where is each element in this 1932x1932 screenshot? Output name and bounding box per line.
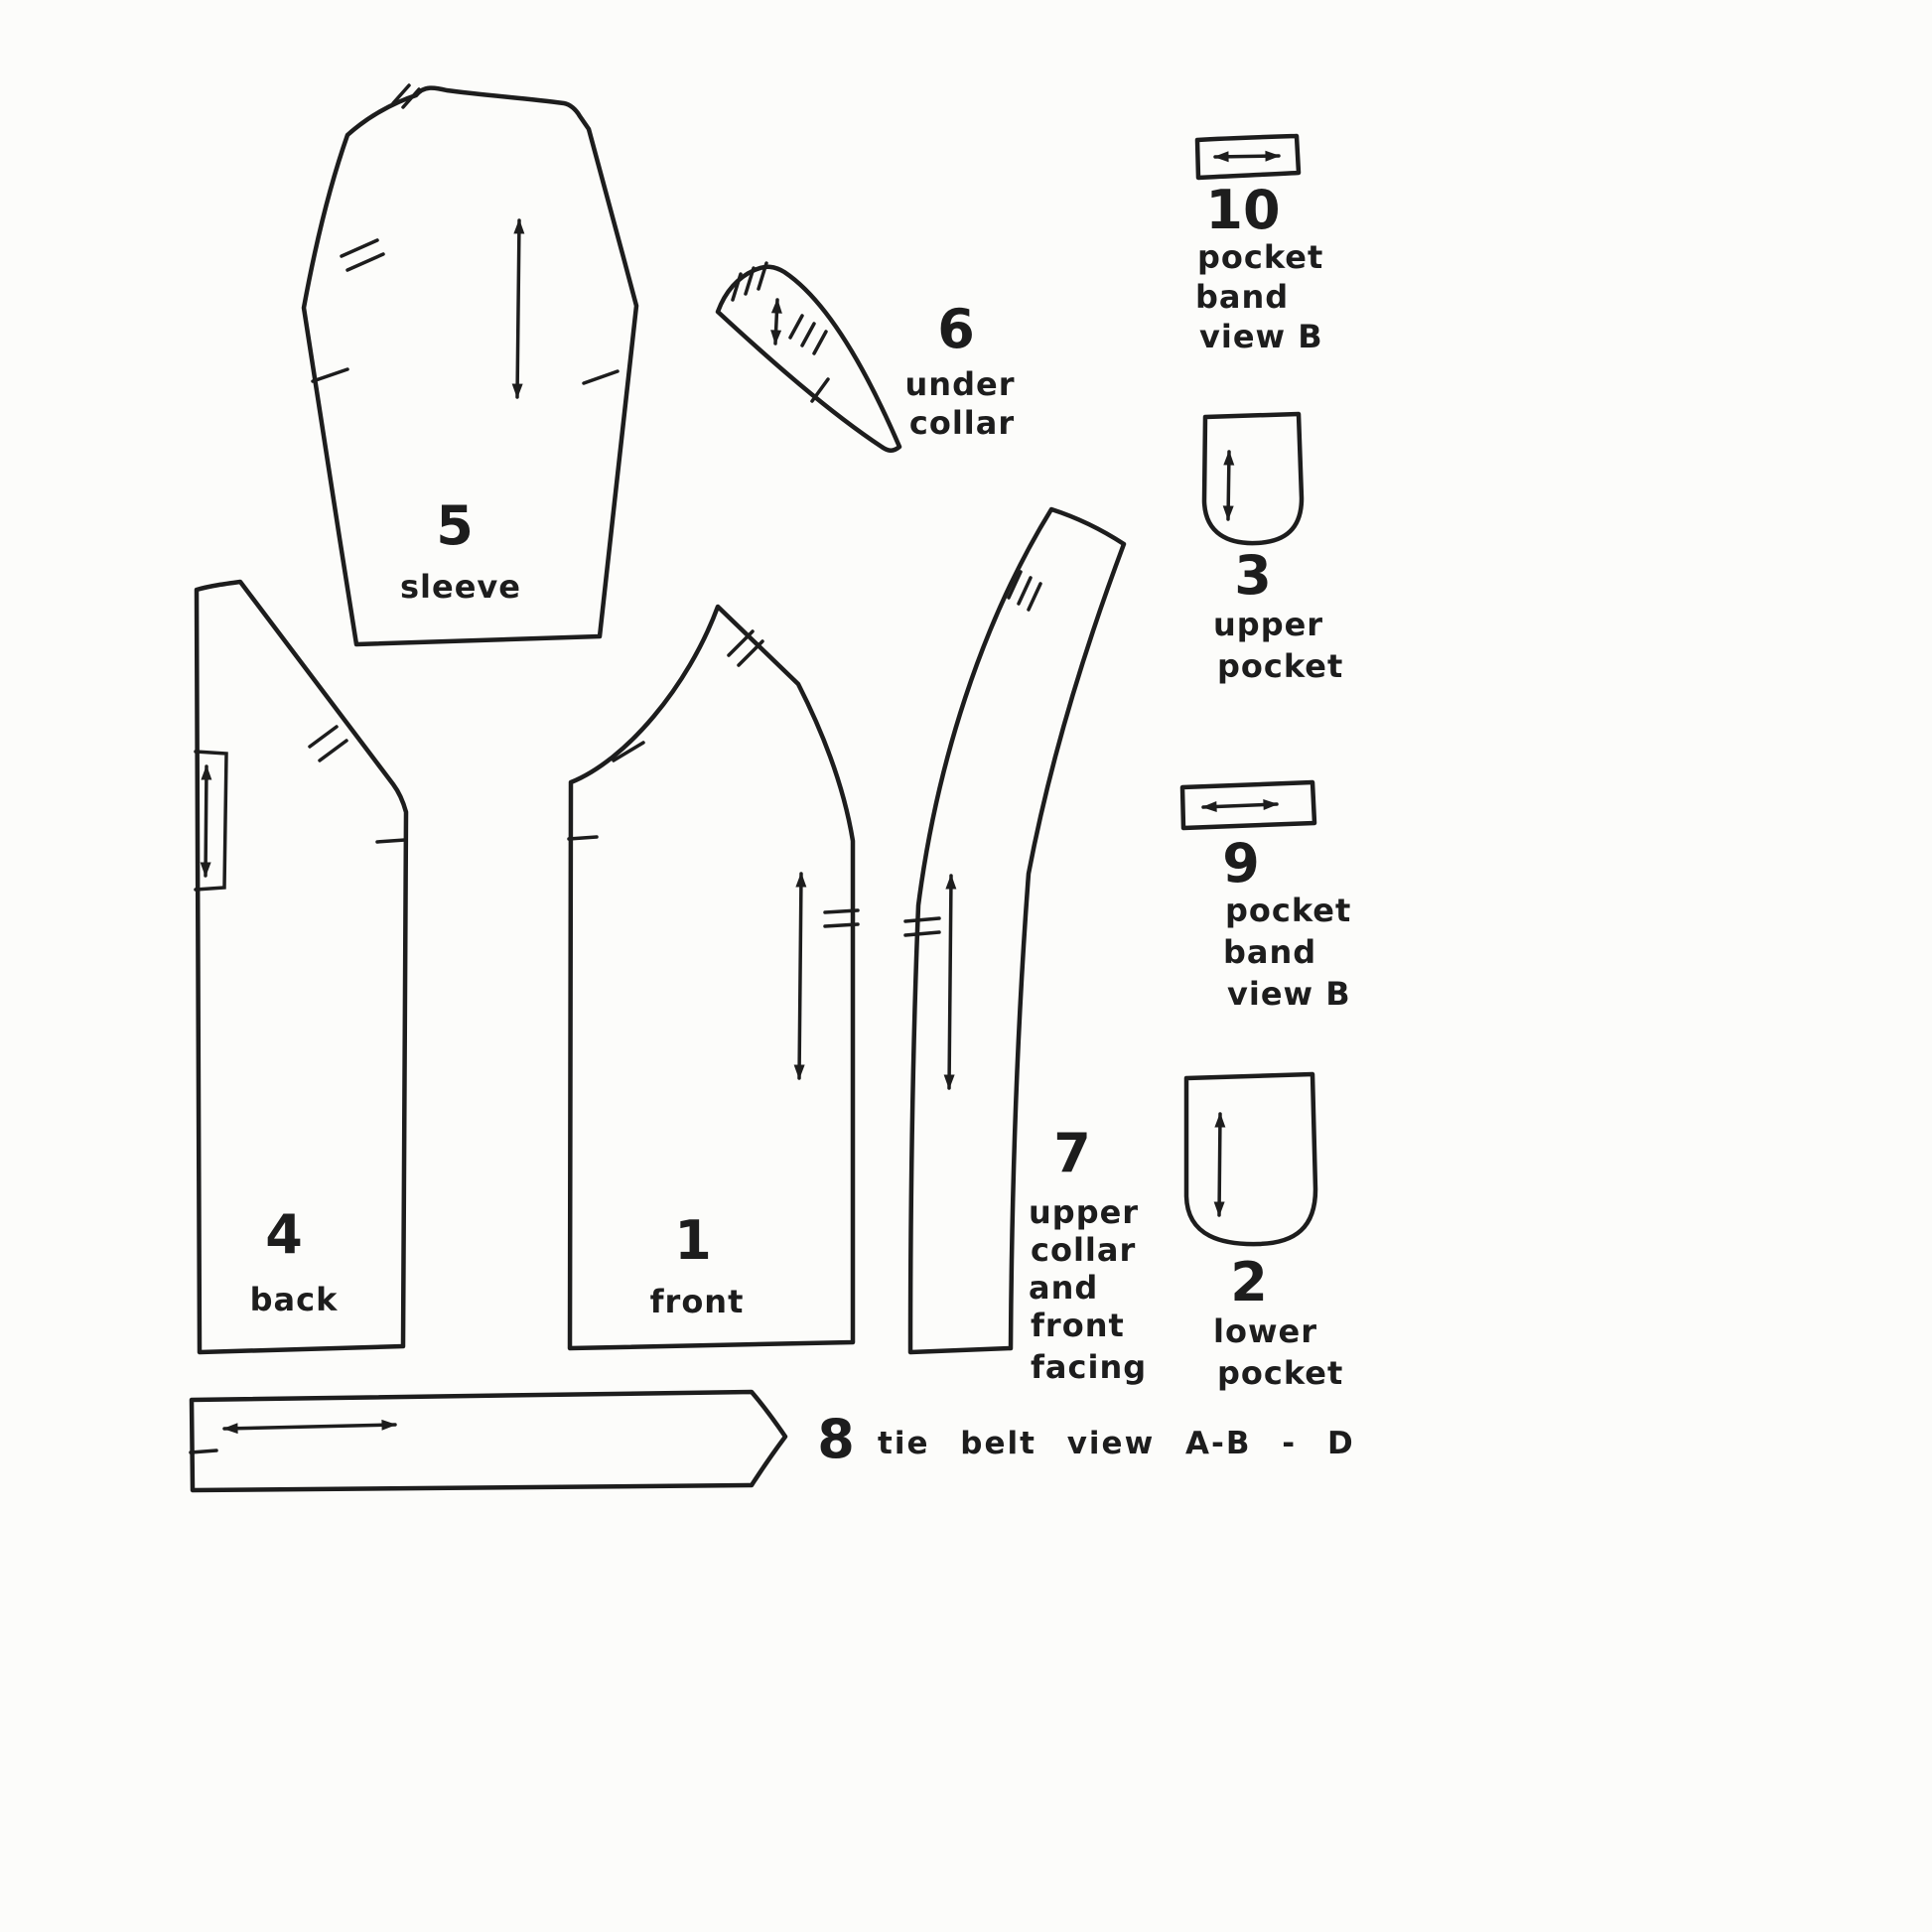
piece-label-line: band xyxy=(1195,278,1289,316)
grainline-arrow xyxy=(943,874,957,1090)
notch-mark xyxy=(391,83,411,105)
belt-loop-marking xyxy=(194,750,228,892)
grainline-arrow xyxy=(511,218,525,399)
pocket-band-10-outline xyxy=(1194,133,1302,181)
piece-number: 5 xyxy=(436,494,474,557)
piece-number: 9 xyxy=(1222,832,1260,895)
piece-label-line: view B xyxy=(1199,318,1323,355)
notch-mark xyxy=(582,369,620,385)
tie-belt-outline xyxy=(189,1389,788,1493)
pattern-piece-back: 4 back xyxy=(194,579,409,1355)
piece-label-line: collar xyxy=(1031,1231,1136,1269)
notch-mark xyxy=(1017,576,1033,606)
piece-label-line: pocket xyxy=(1217,1354,1343,1392)
piece-label: tie belt view A-B - D xyxy=(878,1426,1355,1461)
notch-mark xyxy=(189,1449,218,1454)
notch-mark xyxy=(744,266,756,296)
piece-label-line: lower xyxy=(1213,1312,1317,1350)
grainline-arrow xyxy=(200,764,212,878)
pattern-piece-tie-belt: 8 tie belt view A-B - D xyxy=(189,1389,1355,1493)
notch-mark xyxy=(375,838,407,844)
notch-mark xyxy=(318,739,348,762)
notch-mark xyxy=(731,272,743,302)
piece-number: 3 xyxy=(1234,544,1272,607)
piece-label-line: pocket xyxy=(1225,892,1351,929)
pattern-piece-lower-pocket: 2 lower pocket xyxy=(1183,1071,1343,1392)
notch-mark xyxy=(812,330,828,355)
piece-label-line: facing xyxy=(1031,1348,1147,1386)
pattern-piece-sleeve: 5 sleeve xyxy=(301,83,639,647)
notch-mark xyxy=(903,916,941,923)
notch-mark xyxy=(810,377,830,403)
notch-mark xyxy=(567,835,599,841)
piece-label-line: under xyxy=(905,365,1016,403)
piece-number: 8 xyxy=(817,1408,855,1470)
notch-mark xyxy=(823,908,860,914)
piece-label-line: and xyxy=(1029,1269,1098,1307)
grainline-arrow xyxy=(1201,799,1279,812)
piece-number: 1 xyxy=(674,1209,712,1272)
piece-label: sleeve xyxy=(400,568,521,606)
notch-mark xyxy=(308,725,339,749)
notch-mark xyxy=(401,87,421,109)
piece-label-line: collar xyxy=(909,404,1015,442)
pattern-piece-under-collar: 6 under collar xyxy=(715,261,1016,453)
piece-label-line: band xyxy=(1223,933,1316,971)
notch-mark xyxy=(788,314,804,340)
piece-number: 10 xyxy=(1205,179,1280,241)
notch-mark xyxy=(612,741,645,762)
piece-label-line: pocket xyxy=(1217,647,1343,685)
pattern-piece-upper-pocket: 3 upper pocket xyxy=(1201,411,1343,685)
piece-label-line: upper xyxy=(1029,1193,1139,1231)
piece-label-line: front xyxy=(1031,1307,1125,1344)
piece-label-line: view B xyxy=(1227,975,1351,1013)
grainline-arrow xyxy=(222,1419,397,1435)
sleeve-outline xyxy=(301,85,639,647)
notch-mark xyxy=(727,629,755,657)
grainline-arrow xyxy=(793,872,807,1080)
upper-pocket-outline xyxy=(1201,411,1305,546)
notch-mark xyxy=(1007,570,1023,600)
notch-mark xyxy=(800,322,816,347)
notch-mark xyxy=(823,922,860,928)
piece-number: 6 xyxy=(937,298,975,360)
piece-label: back xyxy=(250,1281,339,1318)
piece-label-line: pocket xyxy=(1197,238,1323,276)
pattern-piece-pocket-band-10: 10 pocket band view B xyxy=(1194,133,1323,355)
pattern-piece-front: 1 front xyxy=(567,604,860,1351)
notch-mark xyxy=(903,930,941,937)
piece-label-line: upper xyxy=(1213,606,1323,643)
grainline-arrow xyxy=(1213,1112,1226,1217)
notch-mark xyxy=(340,238,379,258)
piece-number: 7 xyxy=(1053,1122,1091,1184)
notch-mark xyxy=(757,261,768,291)
lower-pocket-outline xyxy=(1183,1071,1318,1247)
grainline-arrow xyxy=(770,298,782,345)
notch-mark xyxy=(737,639,764,667)
pattern-piece-pocket-band-9: 9 pocket band view B xyxy=(1179,779,1351,1013)
piece-label: front xyxy=(650,1283,745,1320)
notch-mark xyxy=(345,252,385,272)
pattern-piece-upper-collar-front-facing: 7 upper collar and front facing xyxy=(903,506,1147,1386)
grainline-arrow xyxy=(1222,450,1235,521)
notch-mark xyxy=(311,367,349,383)
grainline-arrow xyxy=(1213,150,1281,163)
pocket-band-9-outline xyxy=(1179,779,1317,831)
front-outline xyxy=(567,604,856,1351)
piece-number: 4 xyxy=(265,1203,303,1266)
piece-number: 2 xyxy=(1230,1251,1268,1313)
collar-facing-outline xyxy=(907,506,1127,1355)
back-outline xyxy=(194,579,409,1355)
notch-mark xyxy=(1027,582,1042,612)
